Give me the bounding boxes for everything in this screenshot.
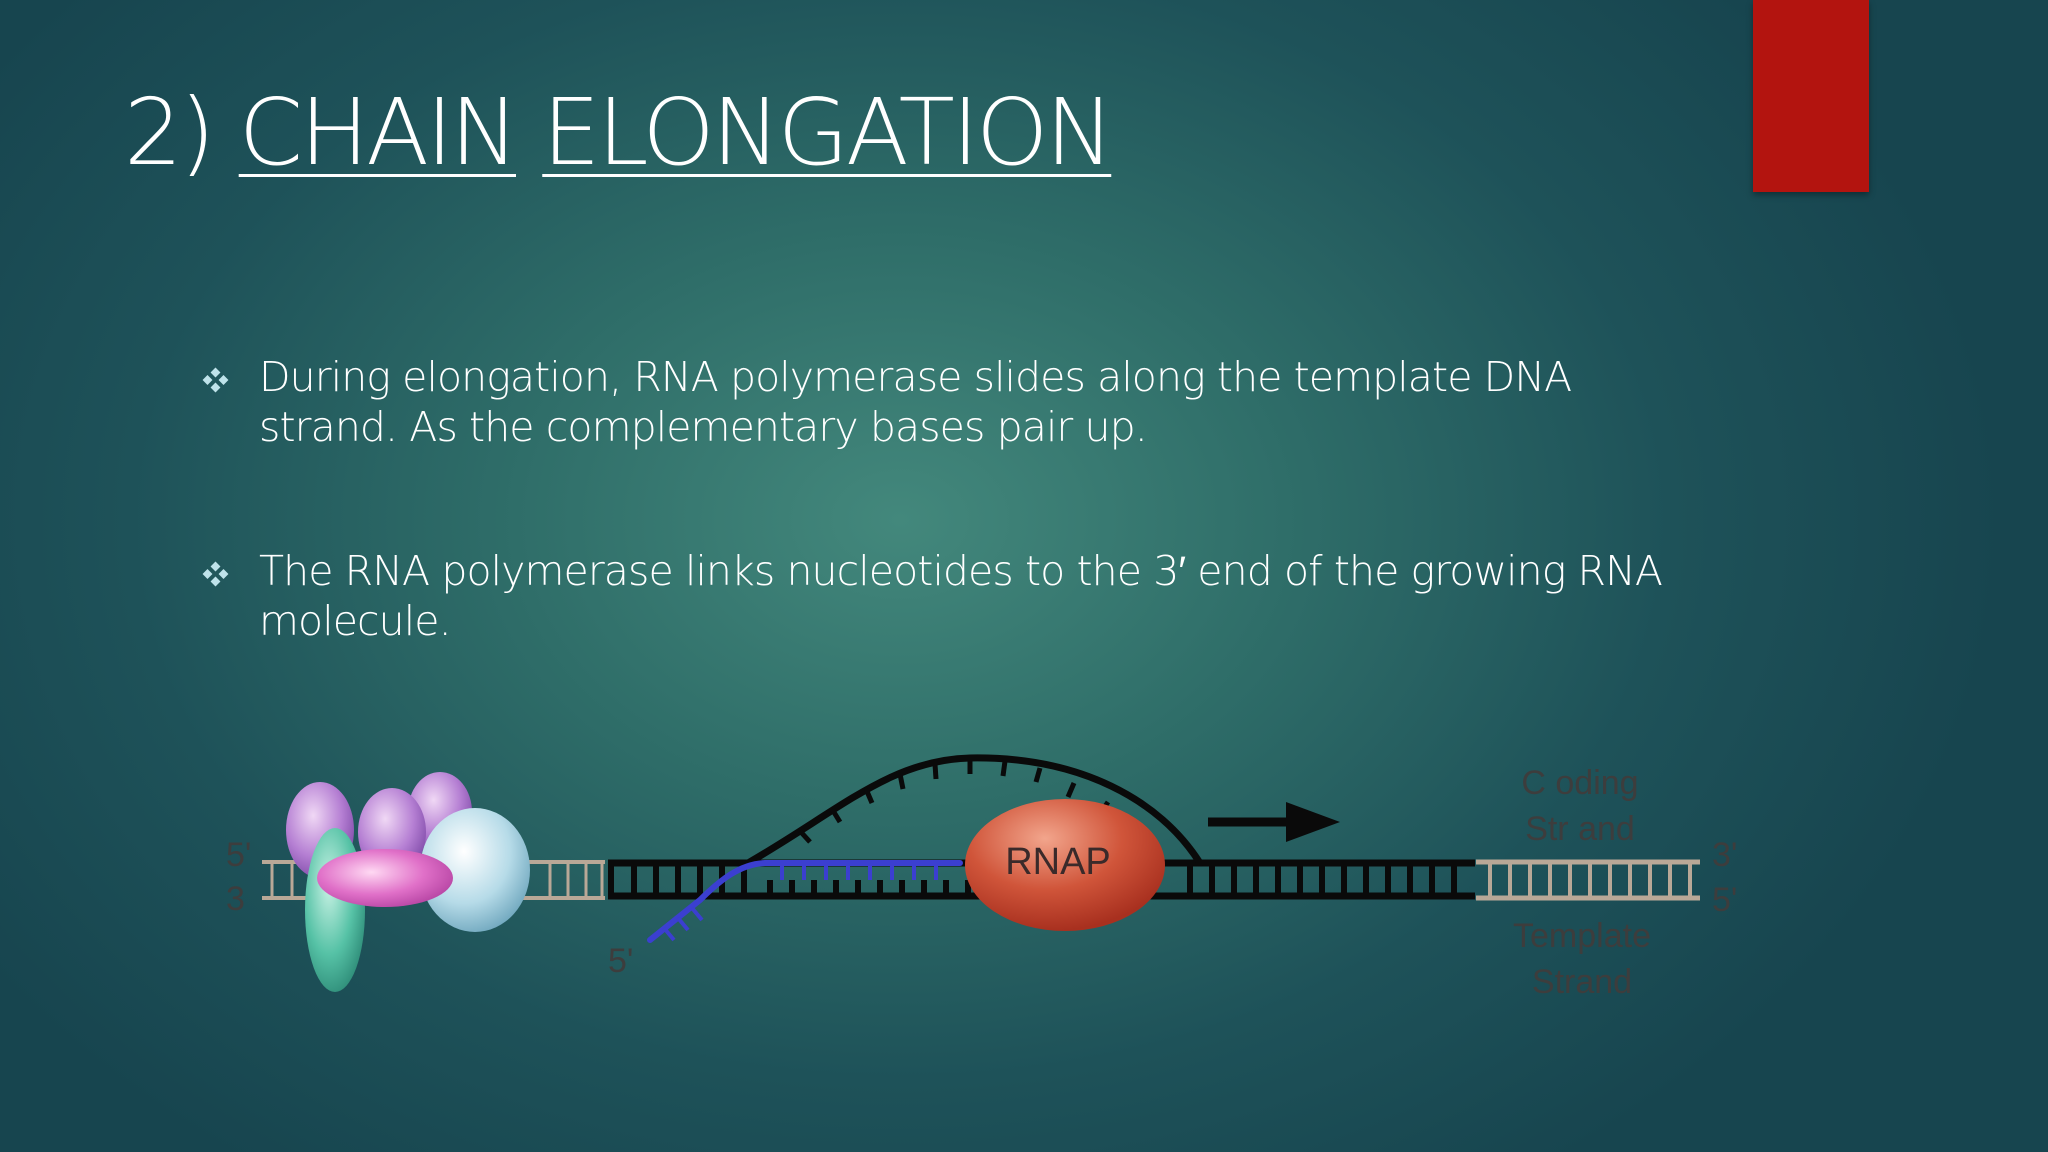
- coding-strand-label-line1: C oding: [1521, 764, 1638, 802]
- title-word-chain: CHAIN: [238, 79, 519, 186]
- rna-transcript: [647, 860, 963, 943]
- protein-complex: [286, 772, 530, 992]
- title-number: 2): [124, 79, 215, 186]
- bullet-text: During elongation, RNA polymerase slides…: [259, 353, 1572, 451]
- slide-title: 2) CHAIN ELONGATION: [124, 78, 1114, 188]
- rna-polymerase: [965, 799, 1165, 931]
- transcription-elongation-diagram: RNAP 5' 3 5' C oding Str and Template St…: [226, 754, 1737, 1001]
- left-3-prime-label: 3: [226, 880, 245, 918]
- left-5-prime-label: 5': [226, 836, 251, 874]
- rnap-label: RNAP: [1005, 841, 1111, 883]
- template-strand-label-line1: Template: [1513, 917, 1651, 955]
- bullet-item: During elongation, RNA polymerase slides…: [200, 352, 1700, 452]
- title-word-elongation: ELONGATION: [542, 79, 1114, 186]
- right-5-prime-label: 5': [1712, 881, 1737, 919]
- coding-strand-label-line2: Str and: [1525, 810, 1635, 848]
- rna-5-prime-label: 5': [608, 942, 633, 980]
- red-accent-tab: [1753, 0, 1869, 192]
- direction-arrow-icon: [1208, 802, 1340, 842]
- right-dna-strand: [1476, 859, 1700, 901]
- right-3-prime-label: 3': [1712, 836, 1737, 874]
- bullet-item: The RNA polymerase links nucleotides to …: [200, 546, 1700, 646]
- template-strand-label-line2: Strand: [1532, 963, 1632, 1001]
- bullet-text: The RNA polymerase links nucleotides to …: [259, 547, 1663, 645]
- bullet-list: During elongation, RNA polymerase slides…: [200, 352, 1700, 740]
- diamond-cluster-icon: [202, 561, 229, 587]
- diamond-cluster-icon: [202, 367, 229, 393]
